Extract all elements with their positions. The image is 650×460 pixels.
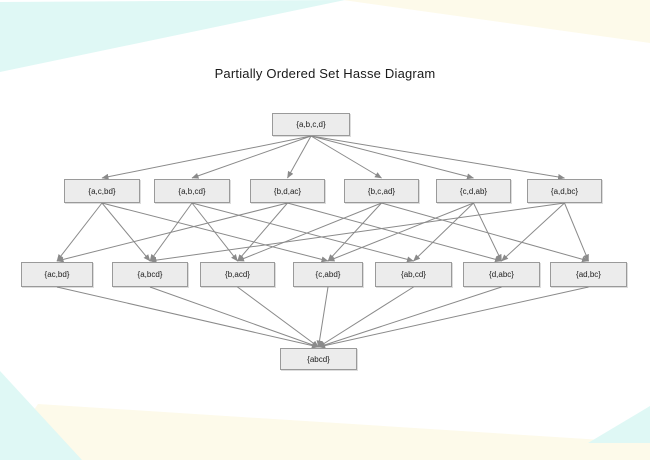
hasse-node-abcd-top[interactable]: {a,b,c,d} [272,113,350,136]
hasse-edge [287,202,502,263]
hasse-node-abcd-bottom[interactable]: {abcd} [280,348,357,370]
node-label: {b,d,ac} [273,186,302,196]
top-right-cream-wedge [343,0,650,43]
node-label: {ad,bc} [576,270,601,279]
node-label: {a,b,cd} [178,186,206,196]
hasse-edge [191,202,414,263]
bottom-right-cyan-wedge [588,406,650,443]
hasse-edge [237,202,382,262]
hasse-edge [564,202,589,262]
hasse-node[interactable]: {b,acd} [200,262,275,287]
hasse-edge [149,286,319,348]
node-label: {b,c,ad} [367,186,396,196]
node-label: {a,bcd} [137,270,163,279]
hasse-edge [318,286,414,348]
hasse-edge [191,135,312,179]
hasse-edge [56,286,319,349]
node-label: {c,abd} [315,270,341,279]
hasse-edge [413,202,474,262]
node-label: {ac,bd} [44,270,70,279]
top-left-cyan-wedge [0,0,345,72]
hasse-edge [327,202,474,262]
hasse-edge [316,286,329,348]
hasse-node[interactable]: {d,abc} [463,262,540,287]
hasse-node[interactable]: {b,c,ad} [344,179,419,203]
hasse-node[interactable]: {ab,cd} [375,262,452,287]
node-label: {b,acd} [225,270,250,279]
hasse-edge [310,135,565,180]
hasse-edge [149,202,565,264]
hasse-edge [237,286,319,348]
hasse-edge [318,286,589,349]
hasse-edge [381,202,589,263]
hasse-edge [501,202,565,262]
hasse-edge [310,135,474,180]
hasse-node[interactable]: {a,b,cd} [154,179,230,203]
node-label: {d,abc} [489,270,514,279]
hasse-node[interactable]: {a,bcd} [112,262,188,287]
hasse-edge [237,202,288,262]
node-label: {a,c,bd} [88,186,116,196]
hasse-node[interactable]: {c,abd} [293,262,363,287]
bottom-left-cyan-wedge [0,371,82,460]
hasse-edge [473,202,502,262]
node-label: {a,d,bc} [550,186,579,196]
hasse-edge [310,135,382,179]
hasse-edge [101,135,312,180]
hasse-edge [101,202,151,262]
node-label: {c,d,ab} [459,186,488,196]
hasse-node[interactable]: {a,d,bc} [527,179,602,203]
diagram-title: Partially Ordered Set Hasse Diagram [214,66,436,81]
node-label: {a,b,c,d} [296,120,326,129]
hasse-node[interactable]: {ad,bc} [550,262,627,287]
hasse-node[interactable]: {a,c,bd} [64,179,140,203]
hasse-node[interactable]: {b,d,ac} [250,179,325,203]
hasse-edge [287,135,312,179]
hasse-node[interactable]: {ac,bd} [21,262,93,287]
bottom-cream-wedge [0,404,650,460]
hasse-edge [56,202,103,262]
hasse-edge [191,202,238,262]
hasse-node[interactable]: {c,d,ab} [436,179,511,203]
node-label: {ab,cd} [401,270,426,279]
hasse-edge [318,286,502,348]
node-label: {abcd} [307,354,330,364]
hasse-edge [56,202,288,263]
